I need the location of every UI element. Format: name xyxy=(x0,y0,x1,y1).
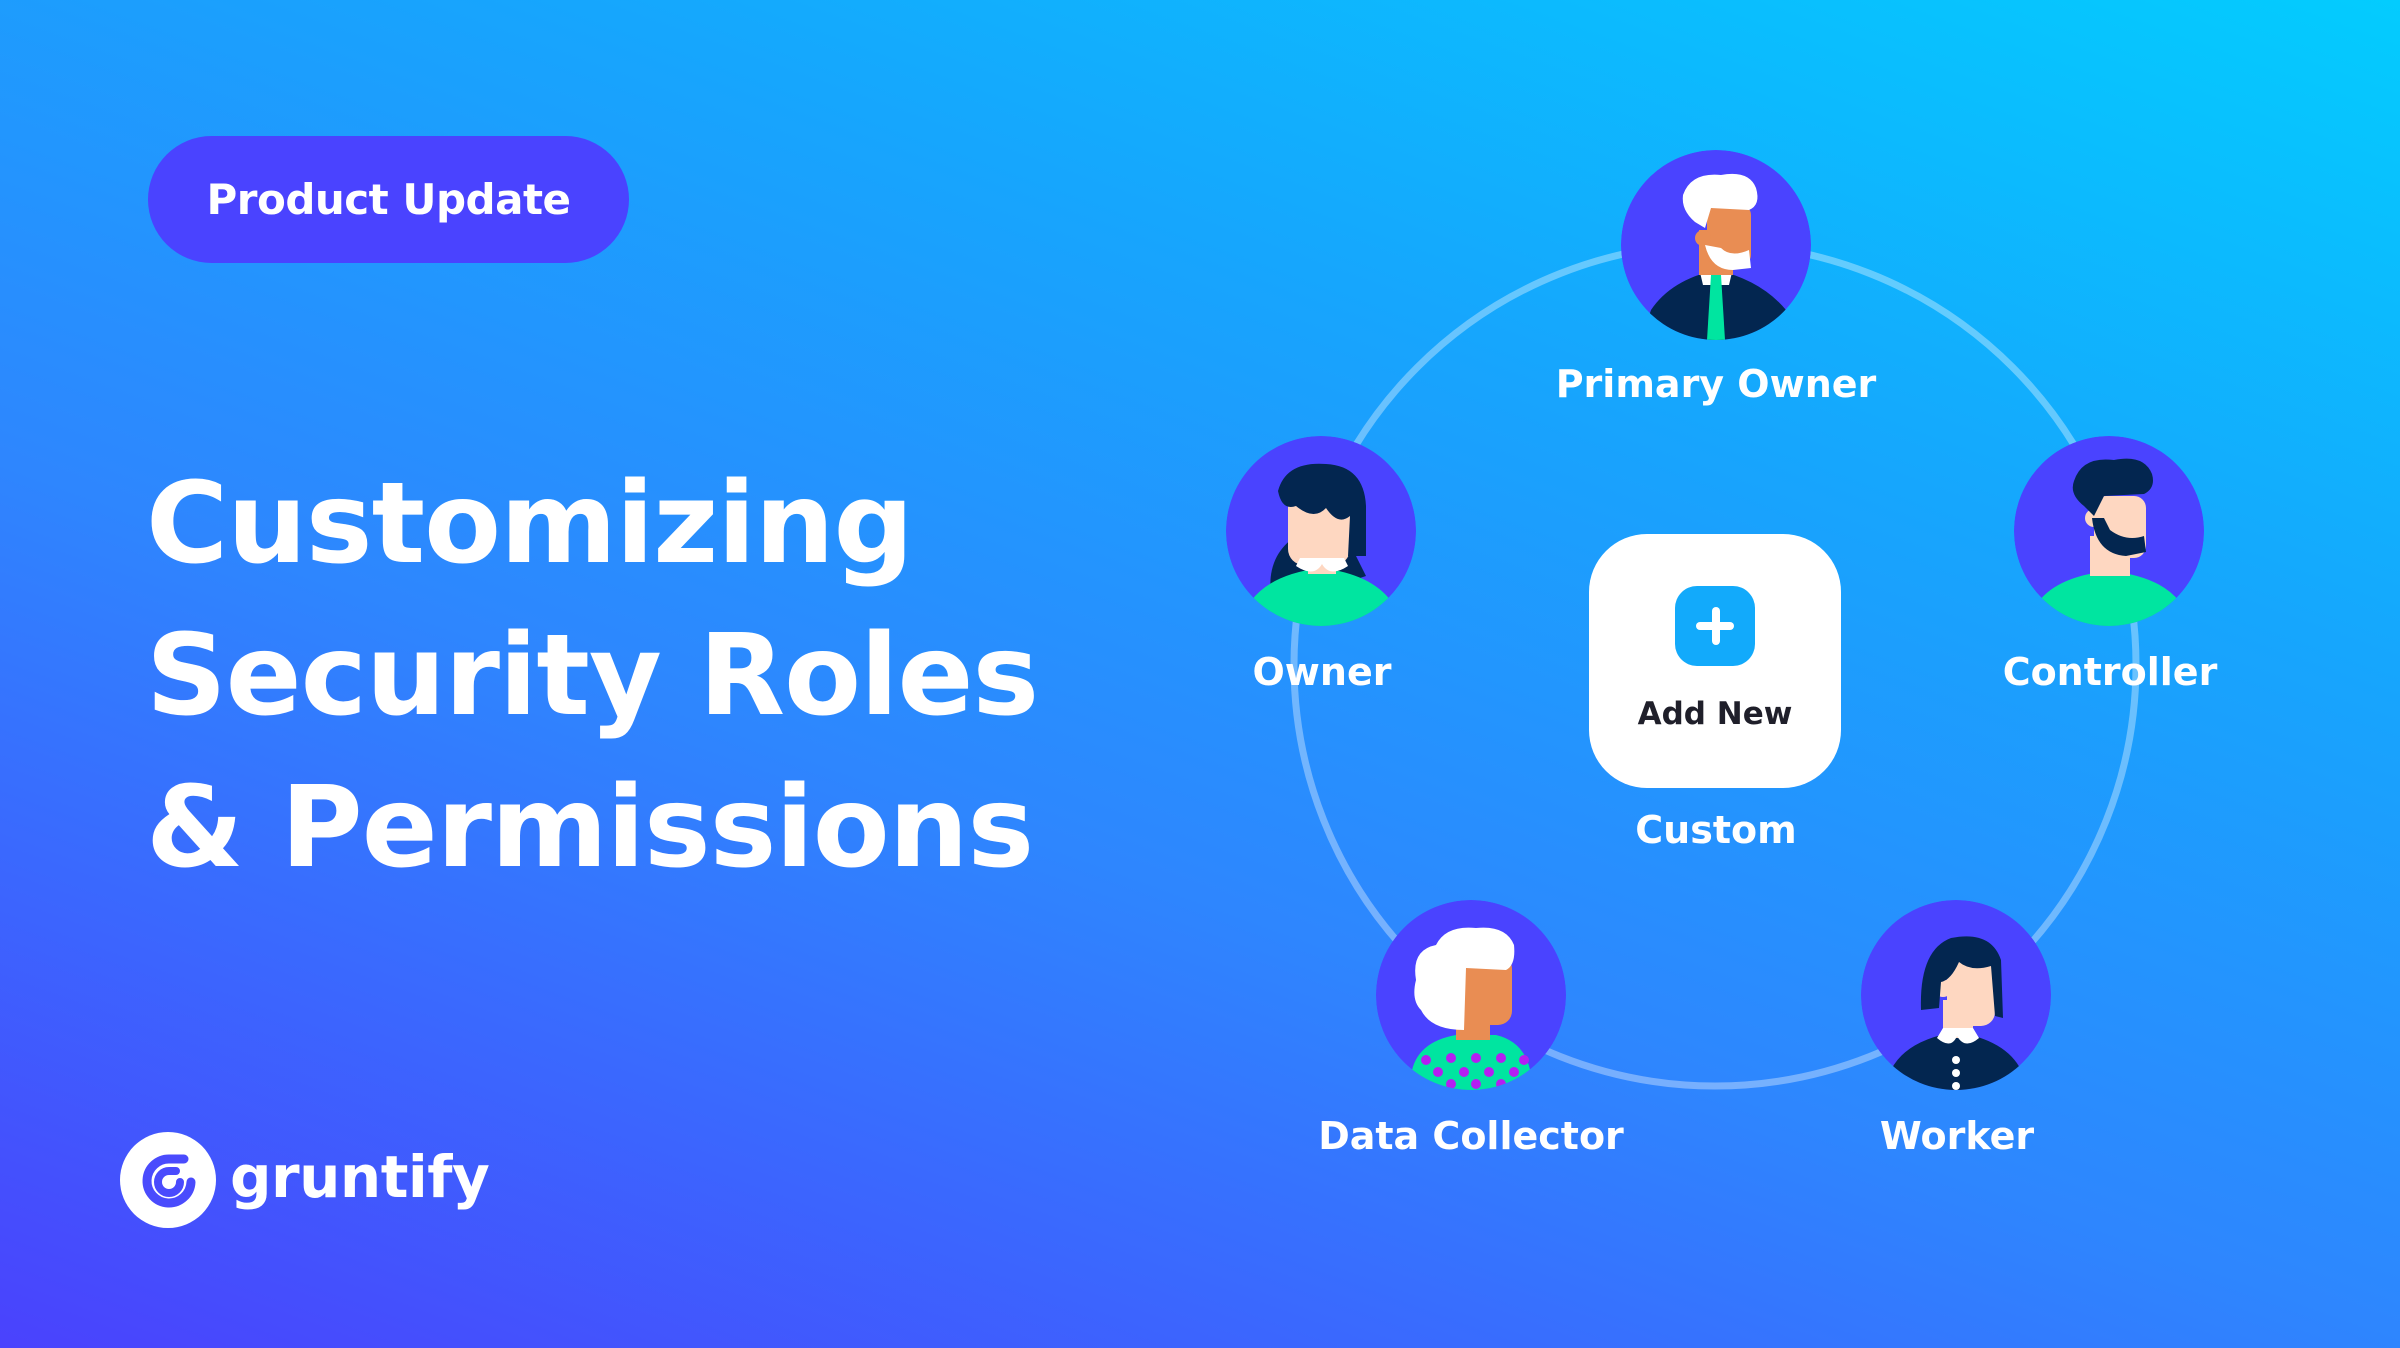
title-line-2: Security Roles xyxy=(146,611,1039,741)
woman-white-curly-hair-icon xyxy=(1376,900,1566,1090)
title-line-1: Customizing xyxy=(146,459,914,589)
role-label-worker: Worker xyxy=(1879,1114,2035,1158)
brand-name: gruntify xyxy=(230,1143,490,1211)
avatar-worker[interactable] xyxy=(1861,900,2051,1090)
title-line-3: & Permissions xyxy=(146,763,1034,893)
product-update-badge: Product Update xyxy=(148,136,629,263)
man-white-hair-icon xyxy=(1621,150,1811,340)
brand-logo: gruntify xyxy=(120,1132,490,1228)
badge-label: Product Update xyxy=(206,175,571,224)
add-new-role-button[interactable]: Add New xyxy=(1589,534,1841,788)
avatar-data-collector[interactable] xyxy=(1376,900,1566,1090)
role-label-owner: Owner xyxy=(1252,650,1392,694)
gruntify-logo-icon xyxy=(120,1132,216,1228)
avatar-primary-owner[interactable] xyxy=(1621,150,1811,340)
avatar-controller[interactable] xyxy=(2014,436,2204,626)
role-label-controller: Controller xyxy=(2002,650,2218,694)
woman-dark-hair-icon xyxy=(1226,436,1416,626)
role-label-custom: Custom xyxy=(1635,808,1797,852)
page-title: Customizing Security Roles & Permissions xyxy=(146,448,1039,904)
role-label-primary-owner: Primary Owner xyxy=(1555,362,1877,406)
woman-bob-hair-icon xyxy=(1861,900,2051,1090)
add-new-label: Add New xyxy=(1637,696,1793,732)
role-label-data-collector: Data Collector xyxy=(1318,1114,1624,1158)
plus-icon xyxy=(1675,586,1755,666)
avatar-owner[interactable] xyxy=(1226,436,1416,626)
man-dark-beard-icon xyxy=(2014,436,2204,626)
